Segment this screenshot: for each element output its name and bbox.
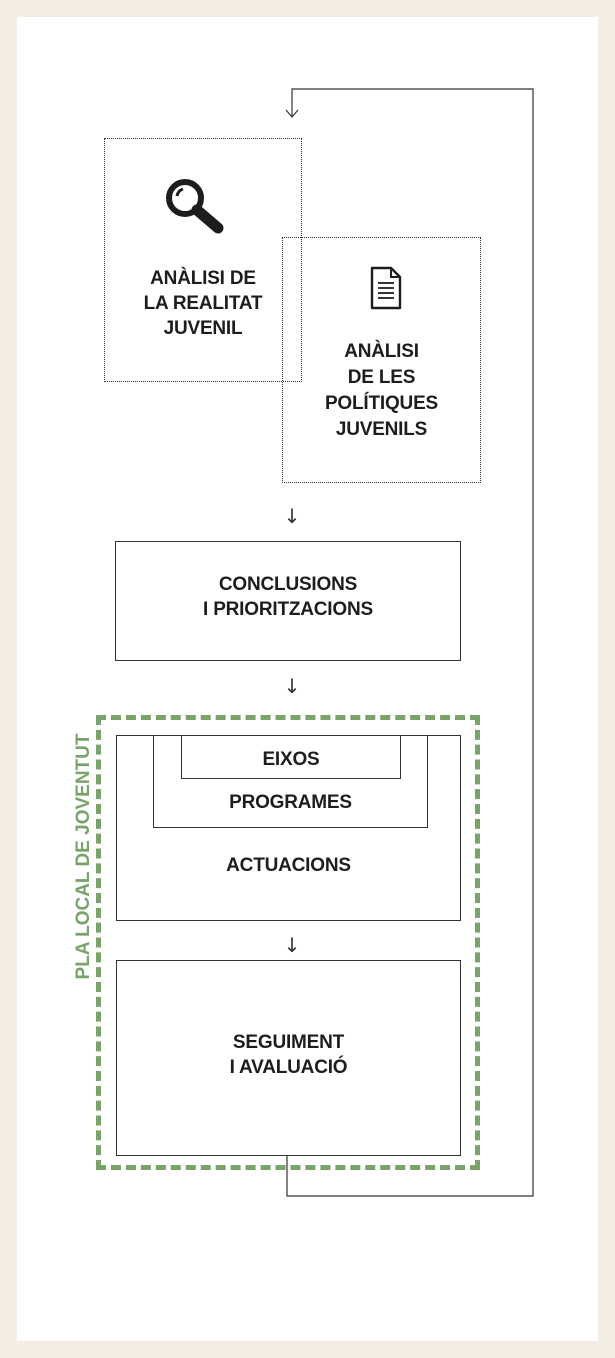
node-analisi-politiques	[282, 237, 481, 483]
node-label-eixos: EIXOS	[262, 749, 320, 770]
node-seguiment	[116, 960, 461, 1156]
arrow-down-icon: ↓	[283, 504, 301, 528]
arrow-down-icon: ↓	[283, 674, 301, 698]
magnifier-icon	[166, 179, 224, 234]
node-label-programes: PROGRAMES	[229, 792, 352, 813]
group-pla-local-joventut	[96, 715, 480, 1170]
node-actuacions	[116, 735, 461, 921]
document-icon	[370, 266, 402, 310]
node-label-analisi-realitat: ANÀLISI DE LA REALITAT JUVENIL	[143, 268, 263, 339]
node-conclusions	[115, 541, 461, 661]
node-programes	[153, 735, 428, 828]
arrow-down-icon: ↓	[283, 933, 301, 957]
node-label-analisi-politiques: ANÀLISI DE LES POLÍTIQUES JUVENILS	[324, 341, 439, 440]
node-label-conclusions: CONCLUSIONS I PRIORITZACIONS	[203, 574, 373, 620]
node-label-seguiment: SEGUIMENT I AVALUACIÓ	[229, 1032, 348, 1078]
node-label-actuacions: ACTUACIONS	[226, 855, 351, 876]
node-eixos	[181, 735, 401, 779]
node-analisi-realitat	[104, 138, 302, 382]
